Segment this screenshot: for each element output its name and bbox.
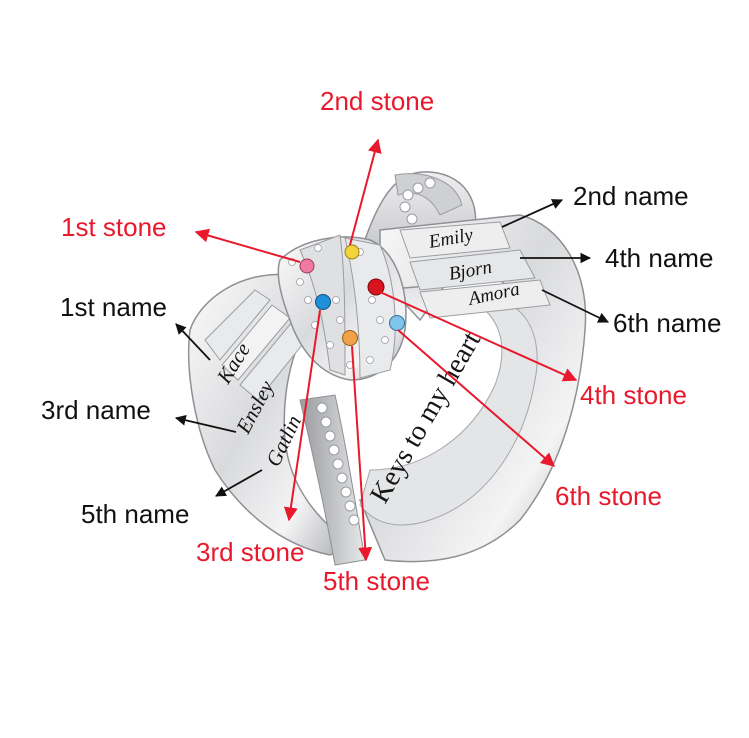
gem-3 <box>315 294 331 310</box>
arrow-stone-6 <box>397 329 556 467</box>
arrow-name-6 <box>541 289 609 323</box>
label-4th-stone: 4th stone <box>580 380 687 410</box>
label-6th-name: 6th name <box>613 308 722 338</box>
name-arrows <box>174 199 609 497</box>
arrow-name-5 <box>215 469 263 497</box>
arrow-stone-2 <box>349 138 382 246</box>
gem-2 <box>344 244 360 260</box>
label-5th-name: 5th name <box>81 499 190 529</box>
stone-setting <box>277 234 407 381</box>
label-1st-name: 1st name <box>60 292 167 322</box>
label-5th-stone: 5th stone <box>323 566 430 596</box>
pave-diamonds <box>316 177 436 526</box>
arrow-stone-5 <box>351 345 373 562</box>
ring-shank <box>187 171 587 566</box>
gem-6 <box>389 315 405 331</box>
label-4th-name: 4th name <box>605 243 714 273</box>
gem-1 <box>299 258 315 274</box>
label-2nd-stone: 2nd stone <box>320 86 435 116</box>
arrow-stone-4 <box>379 291 578 382</box>
arrow-name-1 <box>175 323 211 361</box>
label-6th-stone: 6th stone <box>555 481 662 511</box>
label-3rd-stone: 3rd stone <box>196 537 305 567</box>
gem-5 <box>342 330 358 346</box>
stone-arrows <box>194 138 578 562</box>
arrow-stone-3 <box>283 309 321 522</box>
gem-4 <box>367 278 385 296</box>
arrow-name-3 <box>174 414 237 433</box>
label-2nd-name: 2nd name <box>573 181 689 211</box>
label-1st-stone: 1st stone <box>61 212 167 242</box>
label-3rd-name: 3rd name <box>41 395 151 425</box>
arrow-stone-1 <box>194 228 301 263</box>
arrow-name-2 <box>501 199 563 228</box>
